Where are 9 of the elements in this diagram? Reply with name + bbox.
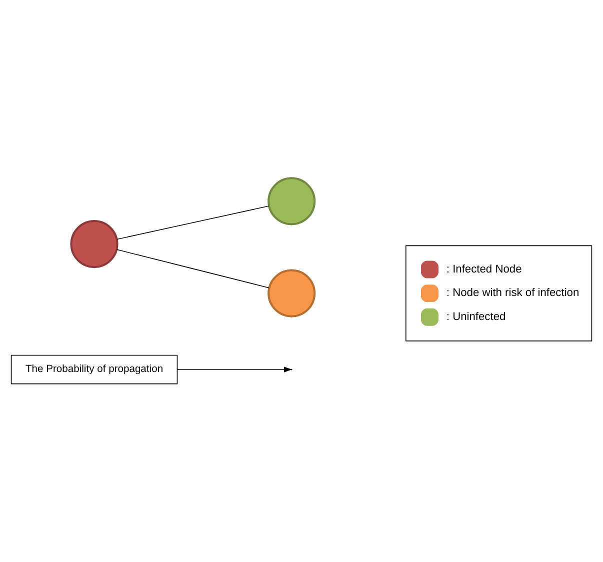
legend-label: : Infected Node [446, 263, 522, 276]
node-circle [268, 177, 316, 226]
connector [116, 249, 270, 288]
legend-label: : Uninfected [446, 311, 506, 324]
node-circle [268, 269, 316, 318]
connector [116, 206, 270, 240]
legend-label: : Node with risk of infection [446, 287, 580, 300]
node-box: The Probability of propagation [10, 354, 178, 384]
node-circle [70, 220, 118, 268]
